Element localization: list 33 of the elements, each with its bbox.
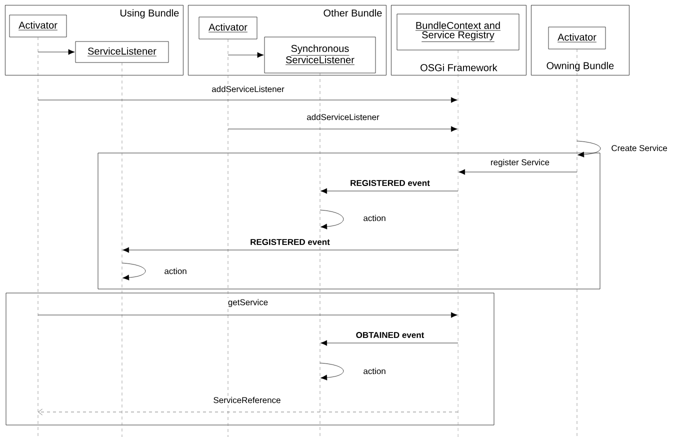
self-message-arrow [122, 262, 146, 280]
message-label: OBTAINED event [354, 331, 426, 340]
message-arrow [38, 312, 458, 318]
object-box: Activator [9, 14, 67, 38]
return-arrow [38, 408, 458, 416]
self-message-arrow [320, 210, 344, 230]
message-label: action [362, 366, 387, 376]
message-label: ServiceReference [212, 396, 282, 404]
message-arrow [38, 97, 458, 103]
creation-arrow [228, 52, 264, 58]
message-label: REGISTERED event [249, 238, 331, 246]
message-arrow [320, 188, 458, 194]
object-box: Activator [198, 16, 258, 40]
message-label: addServiceListener [210, 84, 286, 94]
object-box: Synchronous ServiceListener [264, 36, 376, 74]
message-arrow [228, 126, 458, 132]
object-box: Activator [548, 26, 606, 50]
message-label: getService [226, 298, 270, 308]
self-message-arrow [576, 140, 601, 158]
message-arrow [122, 247, 458, 253]
message-label: action [163, 266, 188, 276]
message-label: addServiceListener [306, 112, 380, 122]
object-box: ServiceListener [75, 41, 169, 63]
message-label: action [362, 214, 387, 222]
lifeline [576, 48, 578, 437]
message-label: register Service [489, 158, 551, 168]
object-box: BundleContext and Service Registry [396, 14, 520, 50]
message-arrow [320, 340, 458, 346]
message-label: REGISTERED event [349, 179, 431, 188]
creation-arrow [38, 49, 75, 55]
message-label: Create Service [610, 144, 668, 152]
message-arrow [458, 169, 578, 175]
self-message-arrow [320, 362, 344, 380]
